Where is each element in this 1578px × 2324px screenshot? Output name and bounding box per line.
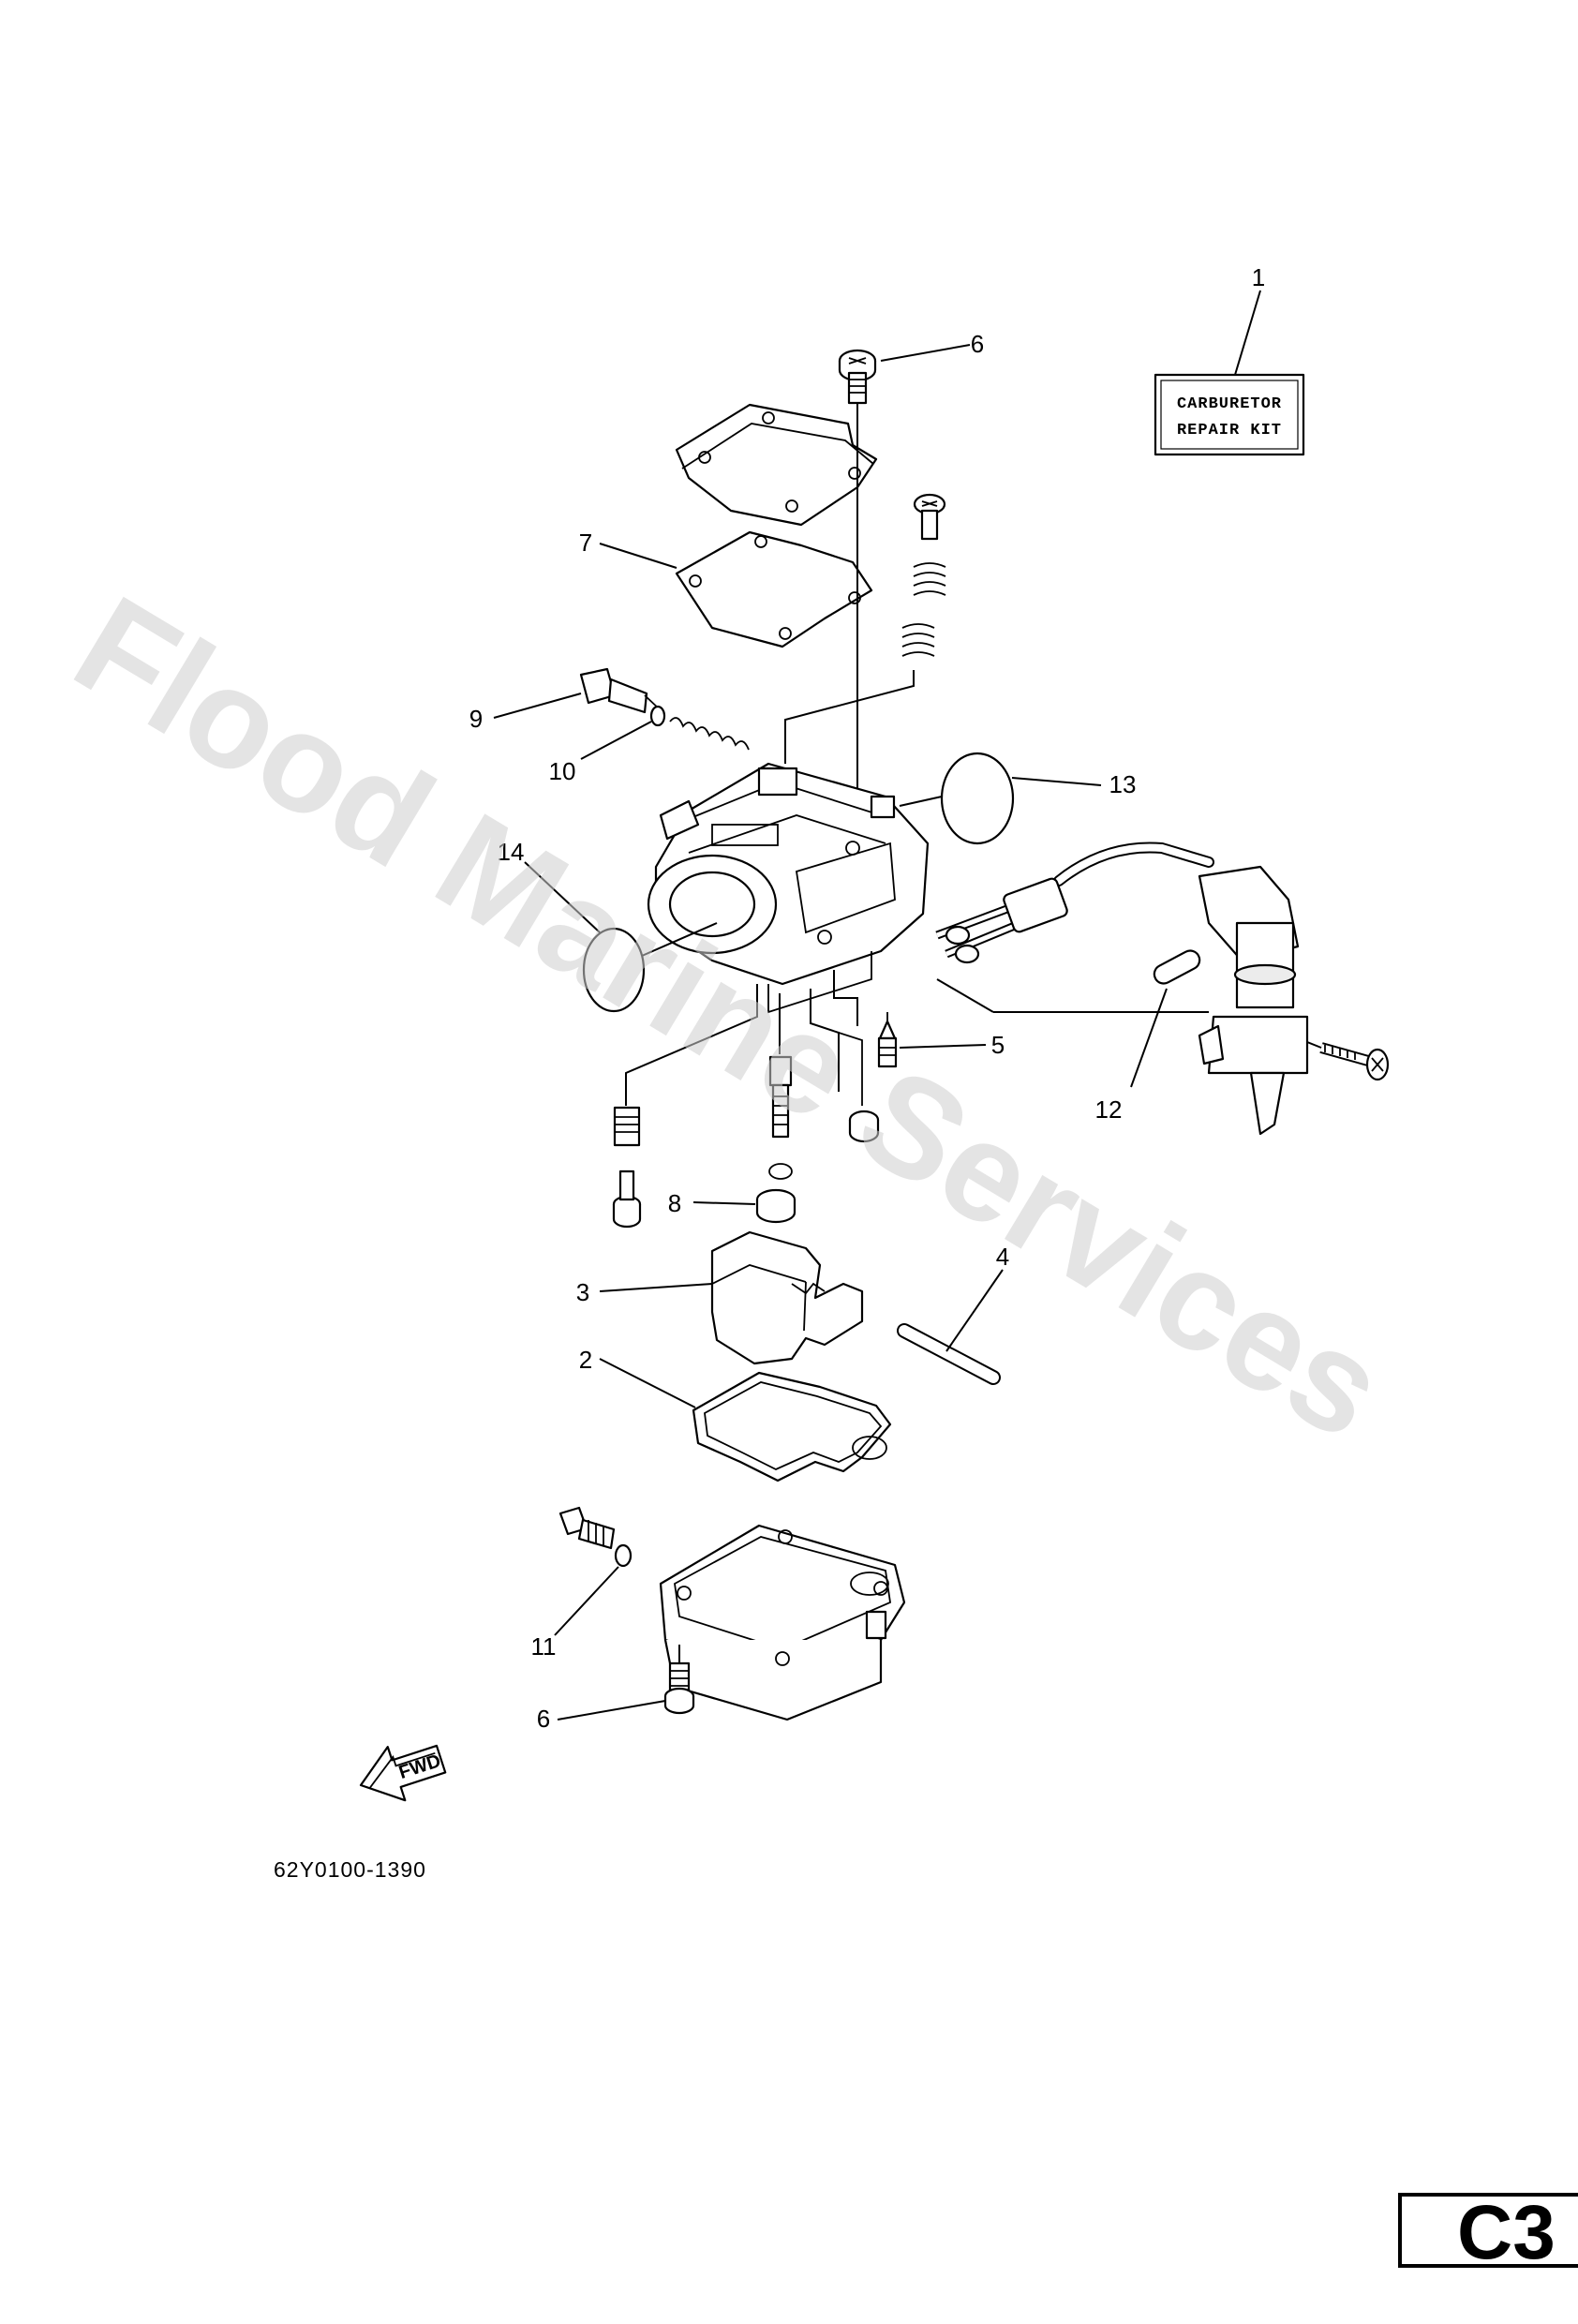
diaphragm-gasket-part — [599, 530, 873, 648]
carburetor-repair-kit-label: CARBURETOR REPAIR KIT — [1154, 290, 1305, 456]
kit-label-line2: REPAIR KIT — [1177, 422, 1282, 439]
o-ring-14-part — [524, 861, 718, 1013]
solenoid-screw-part — [1306, 1041, 1390, 1081]
float-chamber-gasket-part — [599, 1358, 892, 1482]
callout-6-bottom: 6 — [537, 1705, 550, 1733]
top-cover-plate-part — [675, 403, 878, 527]
float-part — [599, 1230, 864, 1365]
o-ring-13-part — [899, 752, 1102, 845]
solenoid-assembly-part — [935, 842, 1309, 1136]
o-ring-12-part — [1130, 949, 1201, 1088]
callout-12: 12 — [1095, 1095, 1123, 1124]
carburetor-body-part — [647, 762, 930, 1014]
callout-7: 7 — [579, 529, 592, 557]
callout-5: 5 — [991, 1031, 1005, 1059]
callout-6-top: 6 — [971, 330, 984, 358]
document-number: 62Y0100-1390 — [274, 1857, 426, 1882]
callout-1: 1 — [1252, 263, 1265, 291]
callout-10: 10 — [549, 757, 576, 785]
float-pin-part — [897, 1269, 1004, 1385]
float-chamber-part — [659, 1524, 906, 1721]
callout-3: 3 — [576, 1278, 589, 1306]
callout-4: 4 — [996, 1243, 1009, 1271]
needle-valve-part — [833, 970, 987, 1068]
jets-and-screws-part — [612, 984, 880, 1229]
page-code-box: C3 — [1398, 2190, 1578, 2275]
kit-label-line1: CARBURETOR — [1177, 395, 1282, 413]
callout-2: 2 — [579, 1346, 592, 1374]
callout-14: 14 — [498, 838, 525, 866]
throttle-stop-screw-part — [493, 667, 750, 760]
top-screw-part — [838, 344, 971, 405]
drain-screw-part — [554, 1506, 633, 1636]
forward-direction-arrow-icon: FWD — [359, 1744, 447, 1802]
bottom-screw-part — [557, 1645, 695, 1721]
callout-9: 9 — [469, 705, 483, 733]
pilot-screw-spring-part — [784, 493, 946, 764]
callout-11: 11 — [531, 1632, 557, 1661]
callout-13: 13 — [1109, 770, 1137, 798]
page-code: C3 — [1457, 2190, 1556, 2275]
callout-8: 8 — [668, 1189, 681, 1217]
plug-8-part — [692, 1188, 796, 1224]
